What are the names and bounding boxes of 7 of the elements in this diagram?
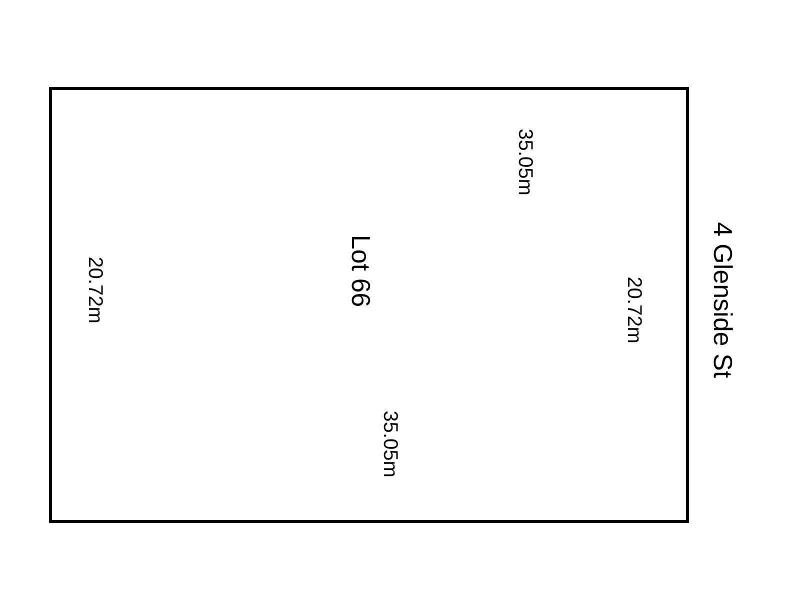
dimension-text: 35.05m: [515, 128, 535, 196]
dimension-text: 35.05m: [380, 410, 400, 478]
dimension-text: 20.72m: [624, 276, 644, 344]
dimension-text: 20.72m: [85, 256, 105, 324]
lot-label: Lot 66: [348, 234, 374, 308]
lot-boundary: [49, 87, 689, 523]
street-address: 4 Glenside St: [710, 222, 736, 378]
